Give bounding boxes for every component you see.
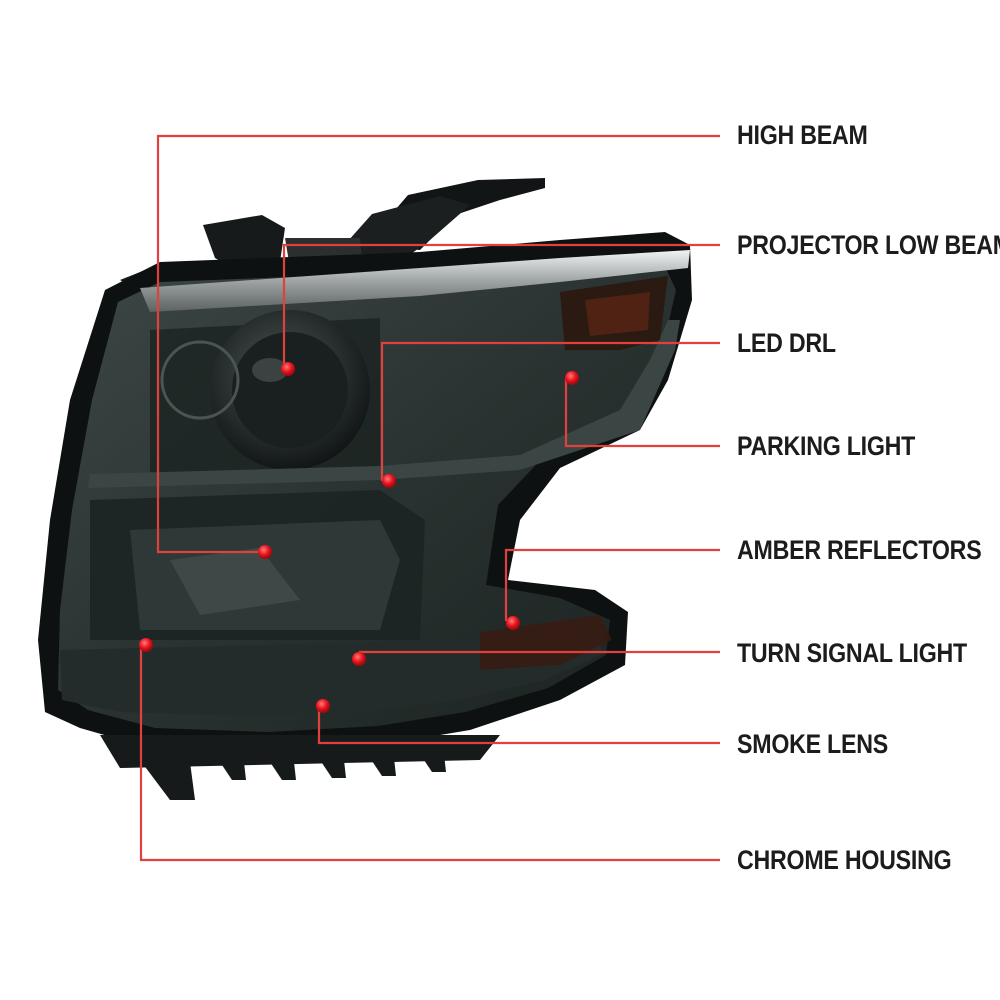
leader-led-drl [380, 341, 720, 481]
projector-assembly [150, 310, 380, 480]
marker-smoke-lens [316, 699, 330, 713]
label-chrome-housing: CHROME HOUSING [737, 845, 952, 875]
label-parking-light: PARKING LIGHT [737, 431, 916, 461]
marker-led-drl [382, 474, 396, 488]
leader-chrome-housing [139, 645, 720, 862]
label-turn-signal-light: TURN SIGNAL LIGHT [737, 638, 967, 668]
label-projector-low-beam: PROJECTOR LOW BEAM [737, 230, 1000, 260]
marker-parking-light [565, 371, 579, 385]
label-amber-reflectors: AMBER REFLECTORS [737, 535, 982, 565]
leader-smoke-lens [317, 706, 720, 745]
high-beam-reflector [90, 490, 425, 640]
leader-parking-light [564, 378, 720, 448]
marker-high-beam [258, 545, 272, 559]
marker-turn-signal-light [352, 652, 366, 666]
label-high-beam: HIGH BEAM [737, 120, 868, 150]
leader-projector-low-beam [282, 243, 720, 369]
turn-signal-band [60, 620, 605, 716]
marker-amber-reflectors [506, 616, 520, 630]
base-mount [100, 735, 500, 800]
leader-high-beam [156, 134, 720, 554]
marker-projector-low-beam [281, 362, 295, 376]
label-led-drl: LED DRL [737, 328, 836, 358]
marker-dots [139, 362, 579, 713]
marker-chrome-housing [139, 638, 153, 652]
label-smoke-lens: SMOKE LENS [737, 729, 888, 759]
leader-amber-reflectors [504, 548, 720, 621]
chrome-bar [140, 250, 690, 312]
leader-lines [139, 134, 720, 862]
